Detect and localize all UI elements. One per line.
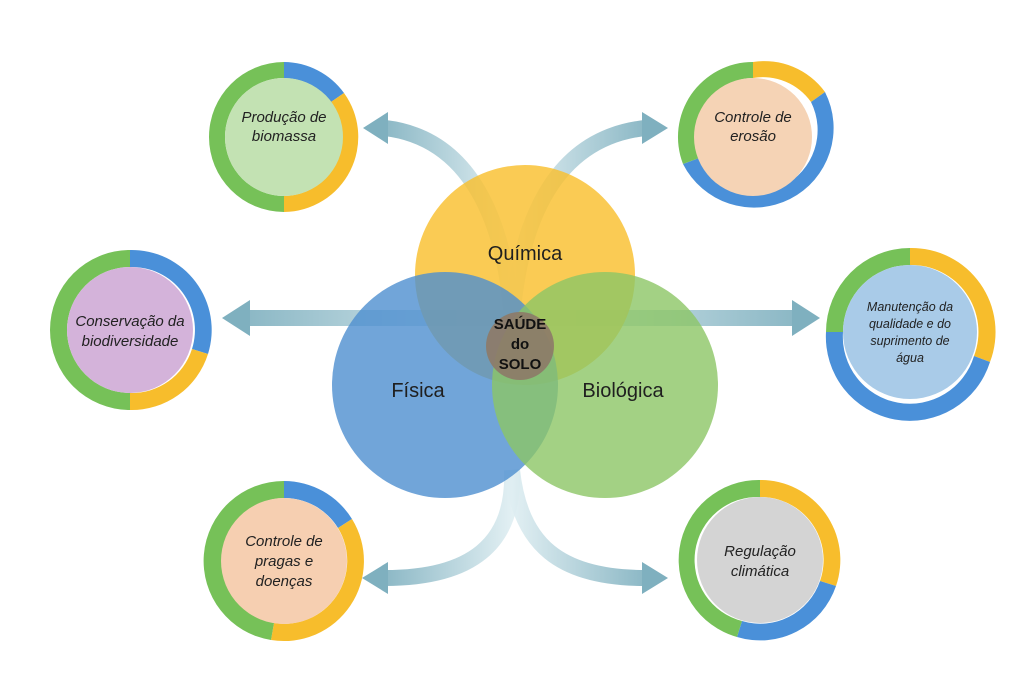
arrowhead-erosao: [642, 112, 668, 144]
node-manutencao-agua: Manutenção da qualidade e do suprimento …: [825, 247, 996, 421]
arrowhead-biodiversidade: [222, 300, 250, 336]
center-label-line-3: SOLO: [499, 356, 542, 373]
node-label-pragas-2: pragas e: [254, 553, 313, 570]
venn-label-biologica: Biológica: [582, 380, 664, 402]
node-label-climatica-1: Regulação: [724, 543, 796, 560]
arrowhead-pragas: [362, 562, 388, 594]
node-label-erosao-2: erosão: [730, 128, 776, 145]
node-controle-pragas: Controle de pragas e doenças: [203, 480, 364, 642]
node-label-agua-4: água: [896, 351, 924, 365]
node-label-biodiversidade-2: biodiversidade: [82, 333, 179, 350]
venn-label-quimica: Química: [488, 243, 563, 265]
node-label-producao-1: Produção de: [241, 109, 326, 126]
node-regulacao-climatica: Regulação climática: [678, 479, 841, 641]
node-label-biodiversidade-1: Conservação da: [75, 313, 184, 330]
node-label-agua-1: Manutenção da: [867, 300, 953, 314]
node-label-erosao-1: Controle de: [714, 109, 792, 126]
node-conservacao-biodiversidade: Conservação da biodiversidade: [50, 249, 212, 411]
venn-center: [486, 312, 554, 380]
node-label-pragas-3: doenças: [256, 573, 313, 590]
arrow-to-climatica: [504, 469, 646, 586]
venn-label-fisica: Física: [391, 380, 445, 402]
node-label-climatica-2: climática: [731, 563, 789, 580]
node-label-agua-3: suprimento de: [870, 334, 949, 348]
node-label-pragas-1: Controle de: [245, 533, 323, 550]
node-controle-erosao: Controle de erosão: [677, 61, 834, 208]
center-label-line-1: SAÚDE: [494, 315, 547, 333]
arrowhead-producao: [363, 112, 388, 144]
arrowhead-climatica: [642, 562, 668, 594]
node-label-producao-2: biomassa: [252, 128, 316, 145]
arrowhead-agua: [792, 300, 820, 336]
venn: Química Física Biológica SAÚDE do SOLO: [332, 165, 718, 498]
node-producao-biomassa: Produção de biomassa: [209, 62, 359, 212]
node-label-agua-2: qualidade e do: [869, 317, 951, 331]
center-label-line-2: do: [511, 336, 529, 353]
